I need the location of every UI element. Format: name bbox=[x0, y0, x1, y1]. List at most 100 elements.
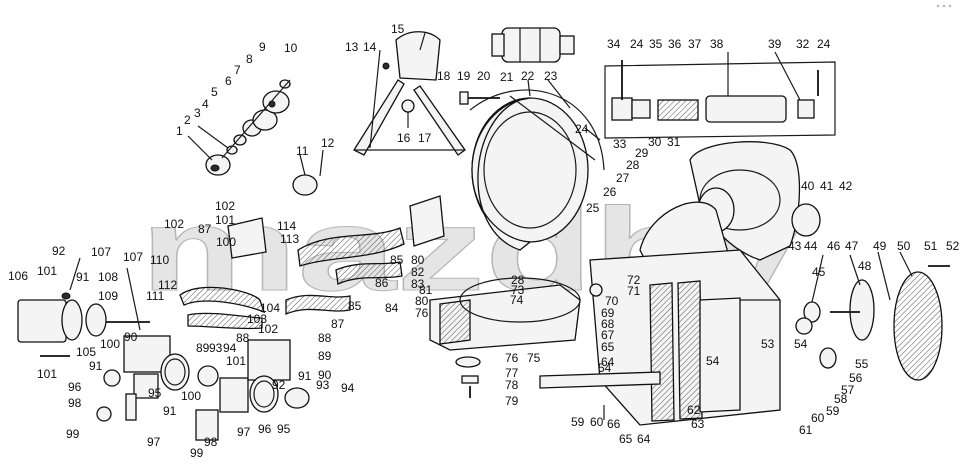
callout-84: 84 bbox=[385, 301, 399, 315]
callout-63: 63 bbox=[691, 417, 705, 431]
callout-75: 75 bbox=[527, 351, 541, 365]
callout-79: 79 bbox=[505, 394, 519, 408]
callout-33: 33 bbox=[613, 137, 627, 151]
callout-12: 12 bbox=[321, 136, 335, 150]
stand-bracket-drawing bbox=[353, 31, 466, 156]
callout-98-b: 98 bbox=[204, 435, 218, 449]
callout-55: 55 bbox=[855, 357, 869, 371]
callout-59-b: 59 bbox=[571, 415, 585, 429]
callout-72: 72 bbox=[627, 273, 641, 287]
callout-7: 7 bbox=[234, 63, 241, 77]
hose-drawing bbox=[179, 174, 445, 330]
callout-87-a: 87 bbox=[198, 222, 212, 236]
callout-97-a: 97 bbox=[147, 435, 161, 449]
callout-88-a: 88 bbox=[236, 331, 250, 345]
callout-103: 103 bbox=[247, 312, 267, 326]
main-frame-drawing bbox=[539, 249, 781, 426]
callout-54-c: 54 bbox=[598, 361, 612, 375]
callout-41: 41 bbox=[820, 179, 834, 193]
callout-73: 73 bbox=[511, 283, 525, 297]
callout-15: 15 bbox=[391, 22, 405, 36]
callout-86: 86 bbox=[375, 276, 389, 290]
callout-114: 114 bbox=[277, 219, 296, 233]
drum-drawing bbox=[469, 89, 605, 251]
callout-92-b: 92 bbox=[272, 378, 286, 392]
callout-102-b: 102 bbox=[215, 199, 235, 213]
callout-1: 1 bbox=[176, 124, 183, 138]
callout-78: 78 bbox=[505, 378, 519, 392]
shaft-assembly-drawing bbox=[604, 60, 836, 139]
callout-107-b: 107 bbox=[123, 250, 143, 264]
callout-49: 49 bbox=[873, 239, 887, 253]
callout-66: 66 bbox=[607, 417, 621, 431]
callout-62: 62 bbox=[687, 403, 701, 417]
callout-77: 77 bbox=[505, 366, 519, 380]
callout-89-b: 89 bbox=[318, 349, 332, 363]
left-parts-drawing bbox=[17, 292, 310, 441]
callout-85-a: 85 bbox=[390, 253, 404, 267]
callout-24-b: 24 bbox=[630, 37, 644, 51]
callout-112: 112 bbox=[158, 278, 177, 292]
callout-16: 16 bbox=[397, 131, 411, 145]
callout-99-a: 99 bbox=[66, 427, 80, 441]
callout-45: 45 bbox=[812, 265, 826, 279]
callout-6: 6 bbox=[225, 74, 232, 88]
callout-89-a: 89 bbox=[196, 341, 210, 355]
callout-2: 2 bbox=[184, 113, 191, 127]
callout-82: 82 bbox=[411, 265, 425, 279]
callout-100-b: 100 bbox=[181, 389, 201, 403]
callout-61: 61 bbox=[799, 423, 813, 437]
callout-105: 105 bbox=[76, 345, 96, 359]
callout-52: 52 bbox=[946, 239, 960, 253]
callout-102-a: 102 bbox=[164, 217, 184, 231]
callout-113: 113 bbox=[280, 232, 299, 246]
callout-42: 42 bbox=[839, 179, 853, 193]
callout-93-a: 93 bbox=[209, 341, 223, 355]
bolt-18-drawing bbox=[459, 91, 500, 105]
callout-35: 35 bbox=[649, 37, 663, 51]
callout-88-b: 88 bbox=[318, 331, 332, 345]
callout-102-c: 102 bbox=[258, 322, 278, 336]
callout-22: 22 bbox=[521, 69, 535, 83]
right-parts-drawing bbox=[795, 265, 950, 381]
callout-99-b: 99 bbox=[190, 446, 204, 460]
callout-4: 4 bbox=[202, 97, 209, 111]
callout-57: 57 bbox=[841, 383, 855, 397]
callout-93-b: 93 bbox=[316, 378, 330, 392]
callout-14: 14 bbox=[363, 40, 377, 54]
callout-48: 48 bbox=[858, 259, 872, 273]
callout-81: 81 bbox=[419, 283, 433, 297]
leader-lines bbox=[69, 32, 913, 420]
callout-95-b: 95 bbox=[277, 422, 291, 436]
callout-31: 31 bbox=[667, 135, 681, 149]
callout-110: 110 bbox=[150, 253, 169, 267]
callout-19: 19 bbox=[457, 69, 471, 83]
callout-101-c: 101 bbox=[215, 213, 235, 227]
callout-27: 27 bbox=[616, 171, 630, 185]
callout-106: 106 bbox=[8, 269, 28, 283]
callout-30: 30 bbox=[648, 135, 662, 149]
callout-5: 5 bbox=[211, 85, 218, 99]
callout-98-a: 98 bbox=[68, 396, 82, 410]
callout-96-b: 96 bbox=[258, 422, 272, 436]
callout-87-b: 87 bbox=[331, 317, 345, 331]
lower-block-drawing bbox=[429, 277, 603, 398]
callout-92-a: 92 bbox=[52, 244, 66, 258]
callout-53: 53 bbox=[761, 337, 775, 351]
callout-20: 20 bbox=[477, 69, 491, 83]
callout-96-a: 96 bbox=[68, 380, 82, 394]
callout-13: 13 bbox=[345, 40, 359, 54]
callout-11: 11 bbox=[296, 144, 309, 158]
callout-74: 74 bbox=[510, 293, 524, 307]
corner-dots-icon bbox=[936, 4, 952, 8]
callout-64-a: 64 bbox=[601, 355, 615, 369]
callout-24-a: 24 bbox=[575, 122, 589, 136]
callout-9: 9 bbox=[259, 40, 266, 54]
callout-44: 44 bbox=[804, 239, 818, 253]
callout-90-b: 90 bbox=[318, 368, 332, 382]
callout-109: 109 bbox=[98, 289, 118, 303]
callout-46: 46 bbox=[827, 239, 841, 253]
callout-40: 40 bbox=[801, 179, 815, 193]
